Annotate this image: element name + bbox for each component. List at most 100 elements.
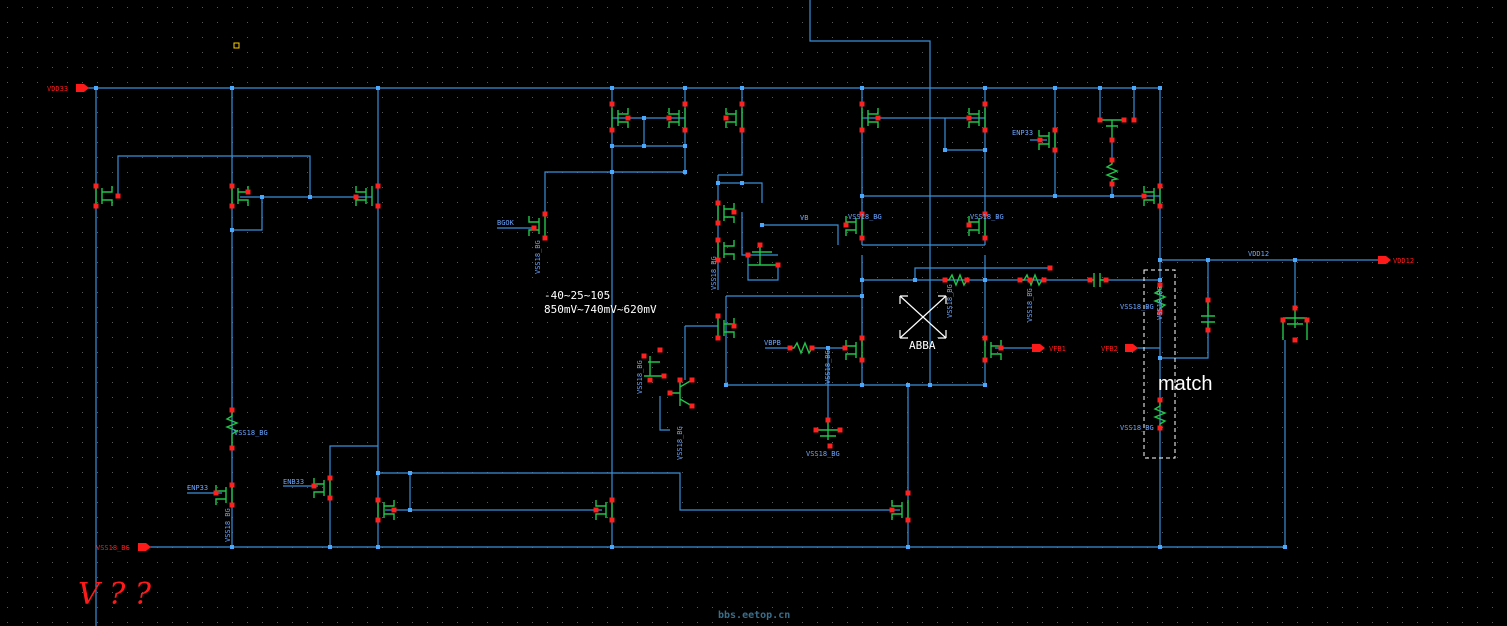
junction-dot	[943, 148, 947, 152]
pin-dot	[327, 475, 333, 481]
junction-dot	[1053, 194, 1057, 198]
pin-dot	[775, 262, 781, 268]
pin-dot	[859, 357, 865, 363]
pin-dot	[859, 235, 865, 241]
junction-dot	[376, 471, 380, 475]
pin-dot	[1109, 181, 1115, 187]
bjt-symbol	[670, 379, 693, 407]
abba-marker	[899, 295, 947, 339]
junction-dot	[1053, 86, 1057, 90]
mos-symbol	[816, 420, 840, 440]
mos-symbol	[215, 485, 233, 505]
pin-dot	[1109, 137, 1115, 143]
pin-dot	[1157, 183, 1163, 189]
port-vdd33[interactable]: VDD33	[47, 84, 89, 93]
junction-dot	[760, 223, 764, 227]
pin-dot	[1052, 147, 1058, 153]
pin-dot	[327, 495, 333, 501]
pin-dot	[1027, 277, 1033, 283]
annotation-temperature: -40~25~105	[544, 289, 610, 302]
pin-dot	[593, 507, 599, 513]
junction-dot	[1158, 545, 1162, 549]
pin-dot	[1087, 277, 1093, 283]
resistor-symbol	[1105, 160, 1120, 184]
resistor-symbol	[225, 410, 239, 448]
junction-dot	[983, 148, 987, 152]
junction-dot	[610, 170, 614, 174]
net-label-vbpb: VBPB	[764, 339, 781, 347]
junction-dot	[906, 383, 910, 387]
pin-dot	[715, 335, 721, 341]
pin-dot	[889, 507, 895, 513]
pin-dot	[982, 235, 988, 241]
pin-dot	[875, 115, 881, 121]
junction-dot	[230, 545, 234, 549]
pin-dot	[1292, 337, 1298, 343]
resistor-symbol	[1153, 285, 1167, 312]
junction-dot	[983, 278, 987, 282]
junction-dot	[860, 383, 864, 387]
resistor-symbol	[1153, 400, 1167, 428]
port-vss18[interactable]: VSS18_BG	[96, 543, 151, 552]
pin-dot	[375, 203, 381, 209]
net-label-vss-match1: VSS18_BG	[1120, 303, 1154, 311]
cursor-marker	[233, 42, 240, 49]
junction-dot	[683, 144, 687, 148]
pin-dot	[1304, 317, 1310, 323]
pin-dot	[609, 517, 615, 523]
pin-dot	[966, 115, 972, 121]
junction-dot	[1283, 545, 1287, 549]
pin-dot	[542, 211, 548, 217]
junction-dot	[376, 86, 380, 90]
mos-symbol	[845, 216, 863, 236]
pin-dot	[966, 222, 972, 228]
junction-dot	[683, 86, 687, 90]
pin-dot	[657, 347, 663, 353]
pin-dot	[982, 357, 988, 363]
pin-dot	[825, 417, 831, 423]
pin-dot	[609, 497, 615, 503]
pin-dot	[859, 127, 865, 133]
pin-dot	[647, 377, 653, 383]
mos-symbol	[1038, 130, 1056, 150]
junction-dot	[928, 383, 932, 387]
pin-dot	[745, 252, 751, 258]
junction-dot	[983, 86, 987, 90]
port-vfb2[interactable]: VFB2	[1101, 344, 1138, 353]
port-vdd12[interactable]: VDD12	[1378, 256, 1414, 265]
pin-dot	[842, 345, 848, 351]
junction-dot	[230, 86, 234, 90]
pin-dot	[661, 373, 667, 379]
port-vfb2-label: VFB2	[1101, 345, 1118, 353]
junction-dot	[1158, 258, 1162, 262]
pin-dot	[827, 443, 833, 449]
mos-symbol	[861, 108, 879, 128]
mos-symbol	[748, 245, 778, 266]
mos-symbol	[717, 203, 735, 223]
mos-symbol	[313, 478, 331, 498]
mos-symbol	[1143, 186, 1161, 206]
pin-dot	[1141, 193, 1147, 199]
net-label-enp33-left: ENP33	[187, 484, 208, 492]
mos-symbol	[95, 186, 113, 206]
junction-dot	[328, 545, 332, 549]
pin-dot	[1017, 277, 1023, 283]
pin-dot	[859, 335, 865, 341]
pin-dot	[531, 225, 537, 231]
net-label-vss-bjt: VSS18_BG	[676, 426, 684, 460]
pin-dot	[813, 427, 819, 433]
mos-symbol	[1100, 119, 1124, 140]
junction-dot	[610, 86, 614, 90]
port-vfb1[interactable]: VFB1	[1032, 344, 1066, 353]
pin-dot	[809, 345, 815, 351]
pin-dot	[787, 345, 793, 351]
pin-dot	[1157, 203, 1163, 209]
annotation-voltage: 850mV~740mV~620mV	[544, 303, 657, 316]
mos-symbol	[644, 356, 664, 377]
junction-dot	[913, 278, 917, 282]
pin-dot	[311, 483, 317, 489]
pin-dot	[542, 235, 548, 241]
junction-dot	[610, 144, 614, 148]
